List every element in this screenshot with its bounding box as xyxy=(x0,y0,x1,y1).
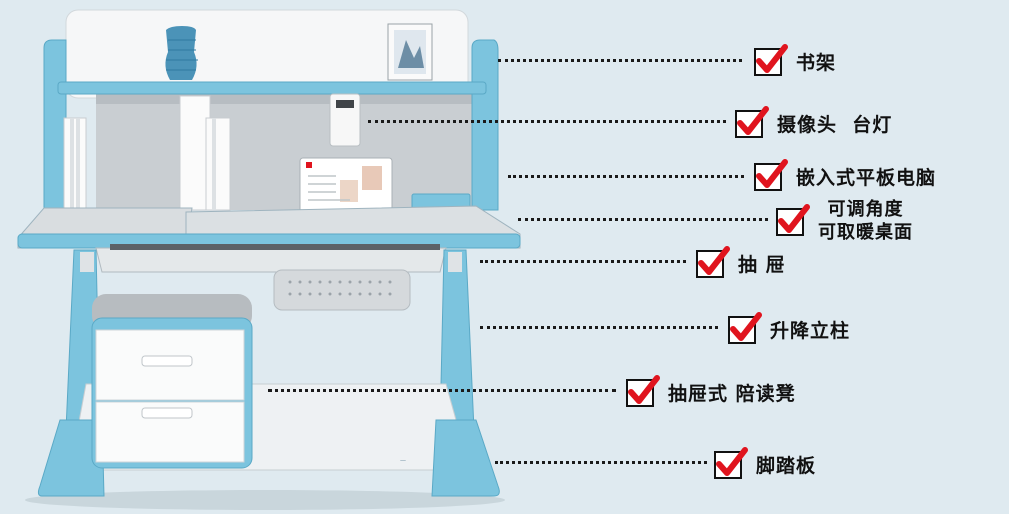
label-tablet: 嵌入式平板电脑 xyxy=(752,158,936,194)
label-bookshelf: 书架 xyxy=(752,43,836,79)
label-text: 抽 屉 xyxy=(738,253,786,276)
bookshelf-board xyxy=(57,81,487,95)
label-text: 抽屉式 陪读凳 xyxy=(668,382,796,405)
leader-line-bookshelf xyxy=(498,59,742,62)
leader-line-lift-column xyxy=(480,326,718,329)
label-drawer-stool: 抽屉式 陪读凳 xyxy=(624,374,796,410)
red-checkbox-icon xyxy=(776,204,810,236)
left-book-divider xyxy=(63,117,87,211)
red-checkbox-icon xyxy=(754,44,788,76)
label-text: 脚踏板 xyxy=(756,454,817,477)
center-book-divider xyxy=(179,95,211,211)
label-tilt-desktop: 可调角度 可取暖桌面 xyxy=(774,198,913,244)
hutch-right-side xyxy=(471,39,499,211)
label-drawer: 抽 屉 xyxy=(694,245,786,281)
right-foot xyxy=(431,419,500,497)
drawer-front xyxy=(95,247,447,273)
label-line-1: 可调角度 xyxy=(827,199,904,220)
leader-line-camera-lamp xyxy=(368,120,726,123)
leader-line-tablet xyxy=(508,175,744,178)
label-text: 升降立柱 xyxy=(770,319,851,342)
leader-line-footrest xyxy=(495,461,707,464)
left-foot xyxy=(37,419,105,497)
drawer-mesh xyxy=(273,269,411,311)
red-checkbox-icon xyxy=(754,159,788,191)
red-checkbox-icon xyxy=(714,447,748,479)
study-desk-illustration: — xyxy=(17,9,521,510)
red-checkbox-icon xyxy=(728,312,762,344)
svg-text:—: — xyxy=(400,457,406,464)
label-text: 摄像头 台灯 xyxy=(777,113,893,136)
label-footrest: 脚踏板 xyxy=(712,446,816,482)
label-camera-lamp: 摄像头 台灯 xyxy=(733,105,892,141)
label-text: 嵌入式平板电脑 xyxy=(796,166,937,189)
leader-line-tilt-desktop xyxy=(518,218,768,221)
label-text-block: 可调角度 可取暖桌面 xyxy=(818,198,913,244)
red-checkbox-icon xyxy=(696,246,730,278)
label-text: 书架 xyxy=(796,51,837,74)
red-checkbox-icon xyxy=(735,106,769,138)
hutch-left-side xyxy=(43,39,67,211)
label-lift-column: 升降立柱 xyxy=(726,311,850,347)
leader-line-drawer-stool xyxy=(268,389,616,392)
vase xyxy=(165,26,197,80)
leader-line-drawer xyxy=(480,260,686,263)
label-line-2: 可取暖桌面 xyxy=(818,222,913,243)
red-checkbox-icon xyxy=(626,375,660,407)
